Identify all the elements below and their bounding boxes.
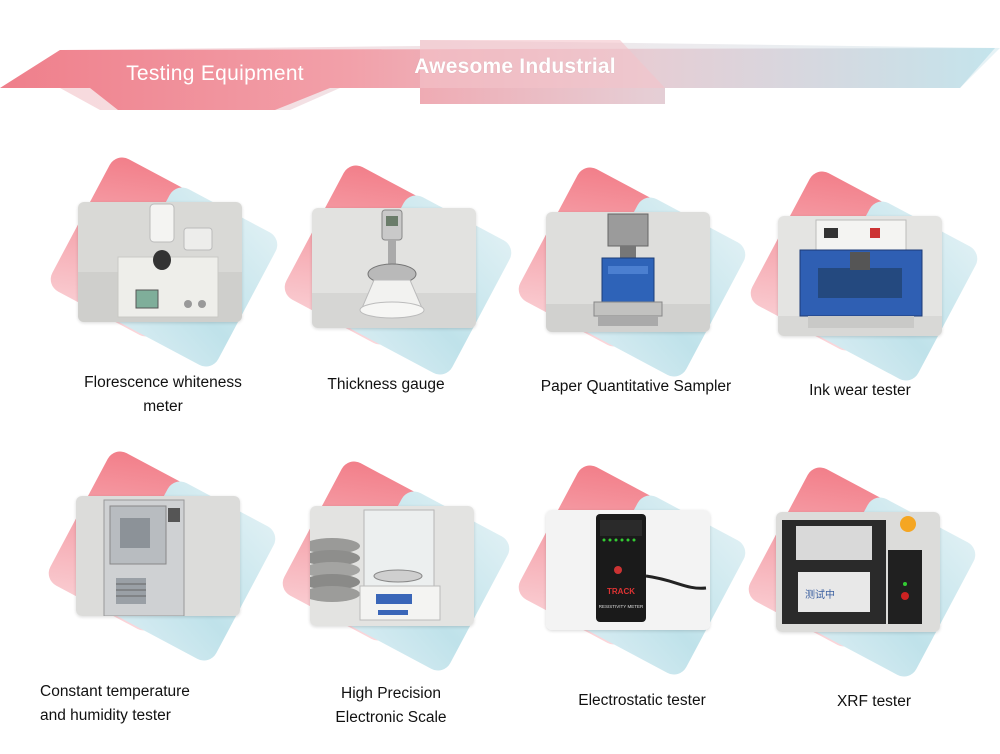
label-line: Electronic Scale xyxy=(335,709,447,726)
label-constant-temperature-humidity-tester: Constant temperature and humidity tester xyxy=(40,680,280,728)
label-line: Ink wear tester xyxy=(809,382,911,399)
equipment-card-high-precision-electronic-scale xyxy=(277,456,515,676)
banner-ribbon xyxy=(0,40,1000,110)
label-line: XRF tester xyxy=(836,693,912,710)
label-electrostatic-tester: Electrostatic tester xyxy=(522,689,762,713)
equipment-card-constant-temperature-humidity-tester xyxy=(43,446,281,666)
equipment-card-ink-wear-tester xyxy=(745,166,983,386)
label-line: Paper Quantitative Sampler xyxy=(540,378,732,395)
label-ink-wear-tester: Ink wear tester xyxy=(740,379,980,403)
header-banner: Testing Equipment Awesome Industrial xyxy=(0,0,1000,120)
banner-left-title: Testing Equipment xyxy=(126,62,304,85)
photo-high-precision-electronic-scale xyxy=(310,506,474,626)
label-line: High Precision xyxy=(341,685,441,702)
label-line: Electrostatic tester xyxy=(578,692,706,709)
label-line: meter xyxy=(143,398,183,415)
label-line: Thickness gauge xyxy=(327,376,445,393)
label-line: and humidity tester xyxy=(40,707,171,724)
equipment-card-paper-quantitative-sampler xyxy=(513,162,751,382)
photo-paper-quantitative-sampler xyxy=(546,212,710,332)
label-line: Constant temperature xyxy=(40,683,190,700)
equipment-card-florescence-whiteness-meter xyxy=(45,152,283,372)
photo-constant-temperature-humidity-tester xyxy=(76,496,240,616)
label-florescence-whiteness-meter: Florescence whiteness meter xyxy=(43,371,283,419)
label-paper-quantitative-sampler: Paper Quantitative Sampler xyxy=(516,375,756,399)
photo-florescence-whiteness-meter xyxy=(78,202,242,322)
equipment-card-xrf-tester: 测试中 xyxy=(743,462,981,682)
banner-center-title: Awesome Industrial xyxy=(414,55,616,78)
photo-ink-wear-tester xyxy=(778,216,942,336)
label-thickness-gauge: Thickness gauge xyxy=(266,373,506,397)
equipment-card-electrostatic-tester: TRACK RESISTIVITY METER xyxy=(513,460,751,680)
equipment-card-thickness-gauge xyxy=(279,160,517,380)
label-line: Florescence whiteness xyxy=(84,374,242,391)
xrf-screen-text: 测试中 xyxy=(805,588,835,601)
electrostatic-brand-text: TRACK xyxy=(607,587,635,596)
photo-thickness-gauge xyxy=(312,208,476,328)
label-high-precision-electronic-scale: High Precision Electronic Scale xyxy=(271,682,511,730)
label-xrf-tester: XRF tester xyxy=(754,690,994,714)
photo-xrf-tester: 测试中 xyxy=(776,512,940,632)
photo-electrostatic-tester: TRACK RESISTIVITY METER xyxy=(546,510,710,630)
electrostatic-sub-text: RESISTIVITY METER xyxy=(599,604,644,609)
